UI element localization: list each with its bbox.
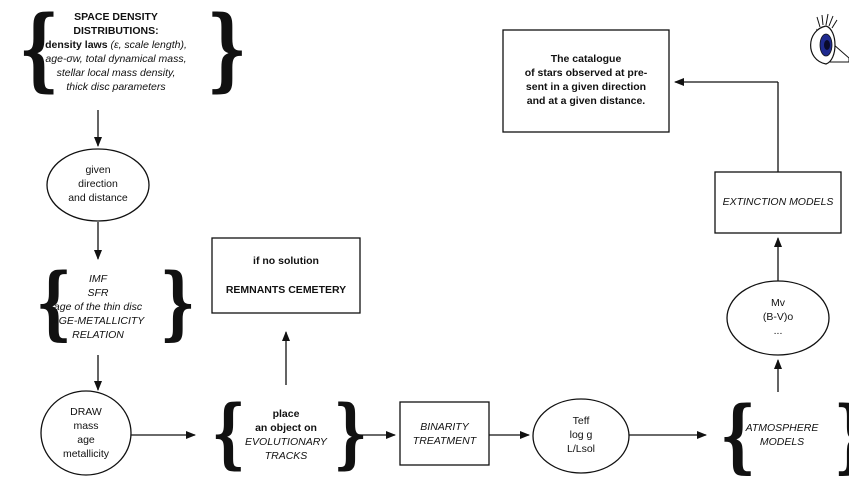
atmosphere-line-2: MODELS [759,436,805,448]
catalogue-line-4: and at a given distance. [526,95,646,107]
place-right-brace: } [333,388,368,477]
teff-text: Teff log g L/Lsol [541,414,621,456]
space-density-line-3: density laws (ε, scale length), [36,38,196,52]
direction-text: given direction and distance [48,163,148,205]
binarity-box [399,401,490,466]
extinction-text: EXTINCTION MODELS [715,195,841,209]
space-density-right-brace: } [206,0,248,102]
teff-ellipse [532,398,630,474]
draw-ellipse [40,390,132,476]
mv-line-3: ... [773,325,783,337]
remnants-box [211,237,361,314]
place-line-2: an object on [255,422,317,434]
imf-line-4: AGE-METALLICITY [51,315,145,327]
imf-line-3: age of the thin disc [53,301,143,313]
catalogue-text: The catalogue of stars observed at pre- … [503,52,669,108]
density-laws-label: density laws [45,39,108,51]
direction-line-3: and distance [68,192,128,204]
space-density-title-2: DISTRIBUTIONS: [73,25,159,37]
direction-line-1: given [85,164,111,176]
space-density-line-4: age-σw, total dynamical mass, [45,53,187,65]
binarity-text: BINARITY TREATMENT [400,420,489,448]
teff-line-1: Teff [572,415,590,427]
catalogue-box [502,29,670,133]
mv-line-2: (B-V)o [762,311,794,323]
extinction-label: EXTINCTION MODELS [722,196,834,208]
atmosphere-right-brace: } [834,395,849,475]
draw-line-3: age [77,434,95,446]
mv-line-1: Mv [771,297,785,309]
catalogue-line-3: sent in a given direction [525,81,647,93]
atmosphere-line-1: ATMOSPHERE [745,422,819,434]
eye-icon [810,13,849,65]
space-density-text: SPACE DENSITY DISTRIBUTIONS: density law… [36,10,196,94]
space-density-left-brace: { [18,0,60,102]
space-density-line-5: stellar local mass density, [56,67,176,79]
binarity-line-1: BINARITY [420,421,469,433]
atmosphere-left-brace: { [719,388,756,482]
catalogue-line-1: The catalogue [550,53,622,65]
space-density-line-6: thick disc parameters [66,81,166,93]
atmosphere-text: ATMOSPHERE MODELS [735,421,829,449]
remnants-text: if no solution REMNANTS CEMETERY [212,254,360,297]
place-line-1: place [272,408,300,420]
space-density-title-1: SPACE DENSITY [74,11,158,23]
place-line-3: EVOLUTIONARY [245,436,327,448]
imf-line-1: IMF [88,273,108,285]
catalogue-line-2: of stars observed at pre- [524,67,648,79]
place-text: place an object on EVOLUTIONARY TRACKS [236,407,336,463]
mv-text: Mv (B-V)o ... [738,296,818,338]
imf-text: IMF SFR age of the thin disc AGE-METALLI… [48,272,148,342]
remnants-line-1: if no solution [253,255,319,267]
place-left-brace: { [211,388,246,477]
direction-line-2: direction [78,178,118,190]
direction-ellipse [46,148,150,222]
binarity-line-2: TREATMENT [412,435,477,447]
draw-line-1: DRAW [70,406,102,418]
imf-left-brace: { [35,255,72,349]
draw-text: DRAW mass age metallicity [41,405,131,461]
place-line-4: TRACKS [264,450,308,462]
teff-line-3: L/Lsol [566,443,596,455]
density-laws-params: (ε, scale length), [107,39,187,51]
draw-line-4: metallicity [62,448,110,460]
remnants-line-2: REMNANTS CEMETERY [225,284,347,296]
imf-line-5: RELATION [72,329,124,341]
teff-line-2: log g [569,429,593,441]
draw-line-2: mass [73,420,99,432]
imf-right-brace: } [159,255,196,349]
imf-line-2: SFR [87,287,109,299]
